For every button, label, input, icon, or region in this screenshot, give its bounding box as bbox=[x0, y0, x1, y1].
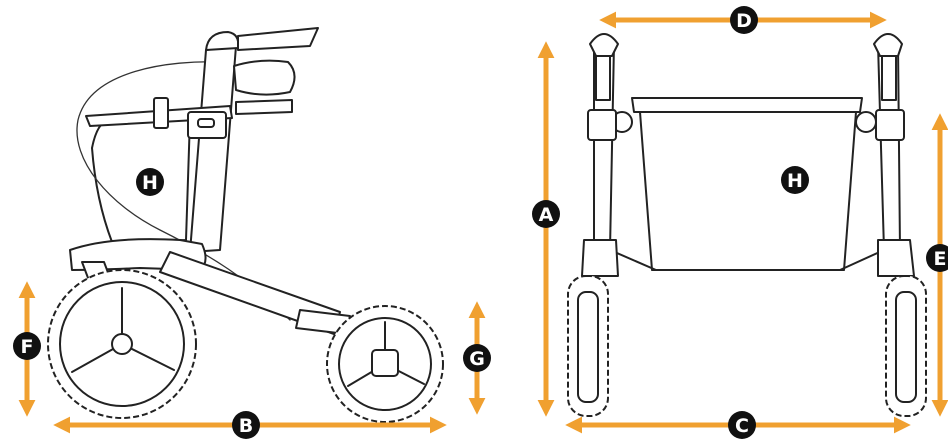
label-h-side: H bbox=[136, 168, 164, 196]
clamp-left bbox=[153, 97, 169, 129]
svg-text:F: F bbox=[21, 336, 34, 358]
svg-text:H: H bbox=[787, 170, 803, 192]
svg-text:E: E bbox=[934, 248, 947, 270]
svg-text:H: H bbox=[142, 172, 158, 194]
label-e: E bbox=[926, 244, 948, 272]
svg-text:B: B bbox=[239, 415, 253, 437]
brake-cable bbox=[76, 61, 291, 321]
front-view-rollator bbox=[567, 33, 927, 417]
dimension-labels: A B C D E F G H bbox=[13, 6, 948, 439]
side-view-rollator bbox=[47, 27, 444, 423]
lower-rail bbox=[159, 251, 341, 335]
label-h-front: H bbox=[781, 166, 809, 194]
brake-lever bbox=[233, 59, 296, 96]
label-f: F bbox=[13, 332, 41, 360]
front-wheel-left bbox=[567, 275, 609, 417]
label-a: A bbox=[532, 200, 560, 228]
handle-top bbox=[205, 31, 240, 51]
handle-grip bbox=[237, 27, 319, 51]
side-upright bbox=[189, 45, 237, 253]
label-d: D bbox=[730, 6, 758, 34]
svg-text:D: D bbox=[736, 10, 752, 32]
label-b: B bbox=[232, 411, 260, 439]
front-wheel-right bbox=[885, 275, 927, 417]
seat-latch bbox=[235, 99, 293, 115]
front-seat bbox=[631, 97, 863, 113]
front-basket bbox=[639, 111, 857, 271]
svg-text:G: G bbox=[469, 348, 485, 370]
label-g: G bbox=[463, 344, 491, 372]
svg-text:A: A bbox=[539, 204, 554, 226]
svg-text:C: C bbox=[735, 415, 749, 437]
label-c: C bbox=[728, 411, 756, 439]
